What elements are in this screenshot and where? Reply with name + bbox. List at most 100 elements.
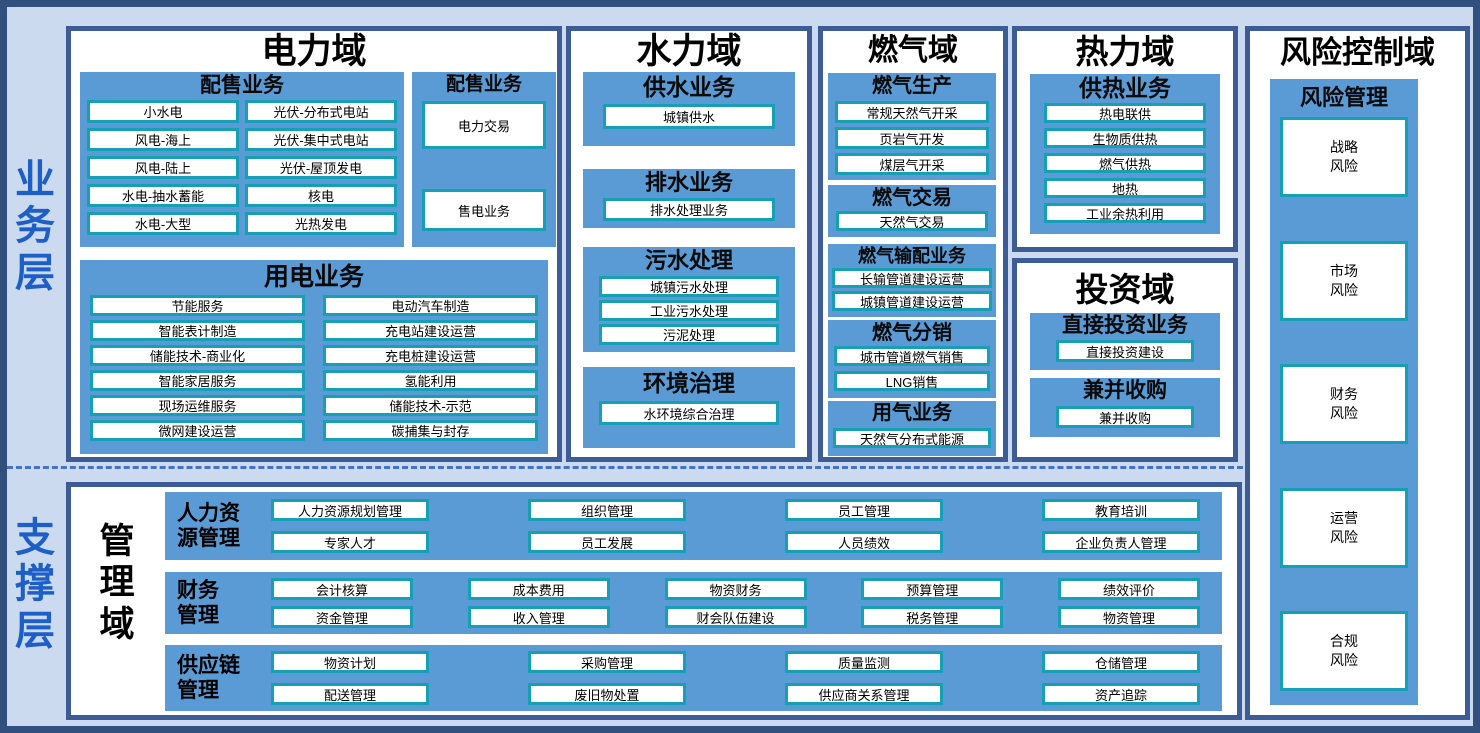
diagram-item: 物资管理 — [1058, 606, 1200, 628]
diagram-item: 光伏-屋顶发电 — [245, 156, 397, 179]
diagram-item: 污泥处理 — [599, 324, 779, 345]
diagram-item: 城镇管道建设运营 — [832, 291, 992, 311]
diagram-item: 长输管道建设运营 — [832, 268, 992, 288]
diagram-item: 仓储管理 — [1042, 651, 1200, 673]
block-title: 燃气生产 — [872, 75, 952, 97]
risk-item: 市场 风险 — [1280, 240, 1408, 321]
gas-domain-title: 燃气域 — [868, 34, 958, 67]
diagram-item: 智能表计制造 — [90, 320, 305, 341]
risk-item-line: 合规 — [1330, 633, 1358, 650]
risk-management-block: 风险管理 战略 风险 市场 风险 财务 风险 运营 风险 — [1270, 79, 1418, 705]
diagram-item: 资产追踪 — [1042, 683, 1200, 705]
block-title: 供热业务 — [1079, 75, 1171, 101]
diagram-item: 绩效评价 — [1058, 578, 1200, 600]
power-trading-block: 配售业务 电力交易 售电业务 — [412, 72, 556, 247]
heat-supply-block: 供热业务 热电联供 生物质供热 燃气供热 地热 工业余热利用 — [1030, 74, 1220, 234]
gas-production-block: 燃气生产 常规天然气开采 页岩气开发 煤层气开采 — [828, 73, 996, 180]
heat-domain-title: 热力域 — [1075, 33, 1175, 70]
risk-item: 运营 风险 — [1280, 487, 1408, 568]
diagram-item: 城镇污水处理 — [599, 276, 779, 297]
diagram-item: 供应商关系管理 — [785, 683, 943, 705]
water-domain-box: 水力域 供水业务 城镇供水 排水业务 排水处理业务 污水处理 城镇污水处理 工业… — [566, 26, 812, 462]
diagram-item: 资金管理 — [271, 606, 413, 628]
diagram-item: 收入管理 — [467, 606, 610, 628]
diagram-item: 微网建设运营 — [90, 420, 305, 441]
risk-item-line: 风险 — [1330, 652, 1358, 668]
diagram-item: 燃气供热 — [1044, 153, 1206, 173]
management-domain-title: 管理域 — [99, 522, 135, 644]
risk-item-line: 运营 — [1330, 509, 1358, 526]
risk-item-line: 风险 — [1330, 158, 1358, 174]
diagram-item: 废旧物处置 — [528, 683, 686, 705]
diagram-item: 质量监测 — [785, 651, 943, 673]
diagram-item: 工业余热利用 — [1044, 203, 1206, 223]
risk-domain-title: 风险控制域 — [1280, 35, 1435, 70]
power-sales-block: 配售业务 小水电 光伏-分布式电站 风电-海上 光伏-集中式电站 风电-陆上 光… — [80, 72, 404, 247]
block-title: 供水业务 — [643, 74, 735, 100]
risk-item-line: 战略 — [1330, 139, 1358, 156]
diagram-item: 会计核算 — [271, 578, 413, 600]
diagram-item: 人员绩效 — [785, 531, 943, 553]
risk-item: 财务 风险 — [1280, 364, 1408, 444]
diagram-item: 页岩气开发 — [835, 127, 989, 149]
row-label-line: 管理 — [177, 604, 219, 627]
row-label-line: 源管理 — [177, 527, 240, 550]
merger-acquisition-block: 兼并收购 兼并收购 — [1030, 378, 1220, 437]
environment-block: 环境治理 水环境综合治理 — [583, 367, 795, 448]
management-row-label: 财务 管理 — [165, 578, 265, 628]
risk-item-line: 市场 — [1330, 262, 1358, 279]
block-title: 燃气输配业务 — [858, 246, 966, 266]
diagram-item: 采购管理 — [528, 651, 686, 673]
diagram-item: 预算管理 — [861, 578, 1004, 600]
layer-divider-dashed-line — [7, 466, 1243, 469]
diagram-item: 物资计划 — [271, 651, 429, 673]
management-row-label: 人力资 源管理 — [165, 501, 265, 551]
hr-management-row: 人力资 源管理 人力资源规划管理 专家人才 组织管理 员工发展 员工管理 人员绩… — [165, 492, 1222, 560]
risk-item: 合规 风险 — [1280, 611, 1408, 691]
diagram-item: 员工管理 — [785, 499, 943, 521]
diagram-item: 常规天然气开采 — [835, 101, 989, 123]
diagram-item: 财会队伍建设 — [664, 606, 807, 628]
row-label-line: 管理 — [177, 679, 219, 702]
power-consumption-block: 用电业务 节能服务 电动汽车制造 智能表计制造 充电站建设运营 储能技术-商业化… — [80, 260, 548, 454]
block-title: 燃气分销 — [872, 322, 952, 344]
diagram-item: 电力交易 — [422, 101, 546, 149]
diagram-item: 水电-抽水蓄能 — [87, 184, 239, 207]
risk-item-line: 财务 — [1330, 386, 1358, 403]
row-label-line: 供应链 — [177, 653, 240, 677]
diagram-item: 氢能利用 — [323, 370, 538, 391]
diagram-item: 热电联供 — [1044, 103, 1206, 123]
gas-transmission-block: 燃气输配业务 长输管道建设运营 城镇管道建设运营 — [828, 244, 996, 317]
water-domain-title: 水力域 — [636, 32, 742, 71]
block-title: 用电业务 — [263, 263, 364, 291]
diagram-item: 风电-海上 — [87, 128, 239, 151]
diagram-item: 教育培训 — [1042, 499, 1200, 521]
water-drainage-block: 排水业务 排水处理业务 — [583, 169, 795, 228]
block-title: 燃气交易 — [872, 187, 952, 209]
business-layer-label: 业务层 — [15, 158, 55, 295]
risk-control-domain-box: 风险控制域 风险管理 战略 风险 市场 风险 财务 风险 运营 风险 — [1245, 26, 1470, 720]
support-layer-label: 支撑层 — [15, 516, 55, 653]
diagram-item: 充电桩建设运营 — [323, 345, 538, 366]
block-title: 用气业务 — [872, 402, 952, 424]
gas-distribution-block: 燃气分销 城市管道燃气销售 LNG销售 — [828, 320, 996, 398]
diagram-item: 小水电 — [87, 100, 239, 123]
diagram-item: 水电-大型 — [87, 212, 239, 235]
water-supply-block: 供水业务 城镇供水 — [583, 72, 795, 146]
diagram-item: 风电-陆上 — [87, 156, 239, 179]
diagram-item: 人力资源规划管理 — [271, 499, 429, 521]
diagram-item: 组织管理 — [528, 499, 686, 521]
diagram-item: 直接投资建设 — [1056, 340, 1194, 362]
block-title: 兼并收购 — [1083, 379, 1167, 402]
diagram-item: LNG销售 — [834, 371, 990, 391]
investment-domain-box: 投资域 直接投资业务 直接投资建设 兼并收购 兼并收购 — [1012, 258, 1238, 462]
diagram-item: 光热发电 — [245, 212, 397, 235]
diagram-item: 充电站建设运营 — [323, 320, 538, 341]
diagram-item: 现场运维服务 — [90, 395, 305, 416]
diagram-item: 兼并收购 — [1056, 406, 1194, 428]
block-title: 配售业务 — [200, 74, 284, 97]
diagram-item: 税务管理 — [861, 606, 1004, 628]
diagram-item: 电动汽车制造 — [323, 295, 538, 316]
supply-chain-row: 供应链 管理 物资计划 配送管理 采购管理 废旧物处置 质量监测 供应商关系管理… — [165, 645, 1222, 711]
diagram-item: 城镇供水 — [603, 104, 775, 129]
